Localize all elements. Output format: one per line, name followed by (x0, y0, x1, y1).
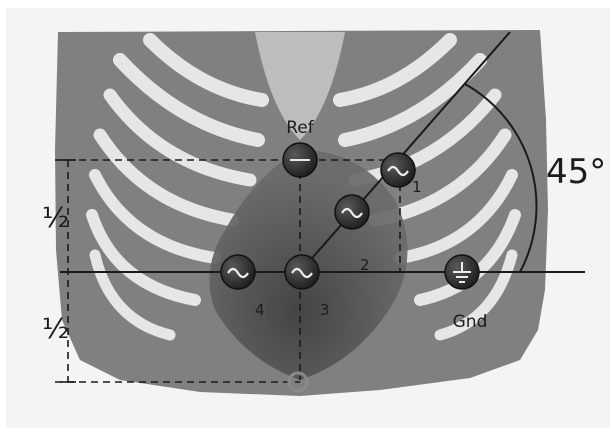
electrode-1-label: 1 (412, 178, 422, 196)
half-top-label: ½ (42, 201, 69, 234)
electrode-2 (335, 195, 369, 229)
electrode-3-label: 3 (320, 301, 330, 319)
electrode-2-label: 2 (360, 256, 370, 274)
half-bottom-label: ½ (42, 312, 69, 345)
electrode-4 (221, 255, 255, 289)
electrode-ref (283, 143, 317, 177)
electrode-4-label: 4 (255, 301, 265, 319)
electrode-1 (381, 153, 415, 187)
gnd-label: Gnd (453, 312, 488, 332)
electrode-3 (285, 255, 319, 289)
angle-label: 45° (546, 152, 606, 192)
electrode-gnd (445, 255, 479, 289)
ref-label: Ref (286, 118, 315, 138)
